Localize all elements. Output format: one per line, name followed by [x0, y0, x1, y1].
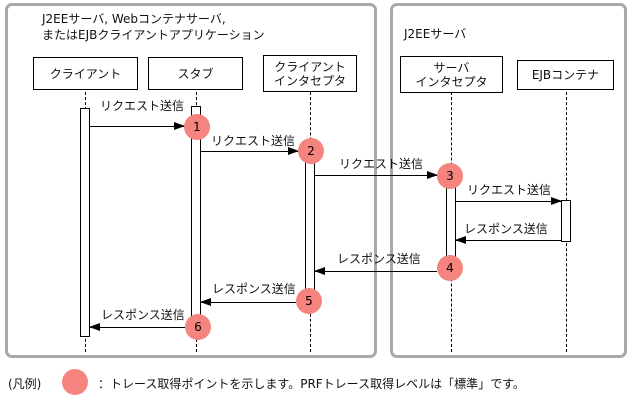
group-title-line2: またはEJBクライアントアプリケーション [42, 28, 265, 42]
message-arrow-7 [200, 298, 296, 306]
arrowhead-left-icon [455, 236, 466, 244]
trace-point-icon: 6 [185, 314, 211, 340]
trace-point-icon: 2 [298, 138, 324, 164]
arrowhead-right-icon [288, 147, 299, 155]
legend-prefix: (凡例) [8, 377, 42, 391]
message-arrow-6 [314, 267, 437, 275]
message-arrow-8 [89, 323, 185, 331]
activation-bar-ejb-container [561, 200, 571, 242]
message-label-response-1: レスポンス送信 [464, 222, 548, 236]
message-label-response-4: レスポンス送信 [101, 308, 185, 322]
arrowhead-left-icon [314, 267, 325, 275]
activation-bar-client [80, 108, 90, 337]
message-arrow-3 [315, 171, 438, 179]
message-arrow-4 [456, 197, 562, 205]
message-label-response-2: レスポンス送信 [337, 252, 421, 266]
trace-point-icon: 3 [437, 163, 463, 189]
arrowhead-right-icon [174, 122, 185, 130]
group-title-j2ee-server: J2EEサーバ [404, 27, 467, 41]
message-arrow-2 [201, 147, 299, 155]
message-label-request-4: リクエスト送信 [467, 183, 552, 197]
message-label-request-1: リクエスト送信 [100, 99, 185, 113]
legend-text: ：トレース取得ポイントを示します。PRFトレース取得レベルは「標準」です。 [98, 377, 525, 391]
lifeline-box-client-interceptor: クライアント インタセプタ [263, 55, 357, 92]
message-arrow-1 [90, 122, 185, 130]
lifeline-box-server-interceptor: サーバ インタセプタ [400, 56, 503, 93]
group-title-client-side: J2EEサーバ, Webコンテナサーバ, またはEJBクライアントアプリケーション [42, 11, 265, 43]
arrowhead-right-icon [551, 197, 562, 205]
arrowhead-right-icon [427, 171, 438, 179]
trace-point-icon: 4 [437, 255, 463, 281]
message-label-response-3: レスポンス送信 [212, 282, 296, 296]
lifeline-box-client: クライアント [33, 57, 138, 90]
message-label-request-2: リクエスト送信 [211, 134, 296, 148]
message-label-request-3: リクエスト送信 [339, 157, 424, 171]
trace-point-icon: 1 [184, 114, 210, 140]
group-title-line1: J2EEサーバ, Webコンテナサーバ, [42, 12, 226, 26]
message-arrow-5 [455, 236, 561, 244]
lifeline-box-stub: スタブ [148, 57, 243, 90]
trace-point-icon: 5 [296, 288, 322, 314]
lifeline-box-ejb-container: EJBコンテナ [517, 60, 614, 90]
activation-bar-client-interceptor [305, 151, 315, 302]
trace-point-legend-icon [62, 369, 88, 395]
arrowhead-left-icon [89, 323, 100, 331]
arrowhead-left-icon [200, 298, 211, 306]
